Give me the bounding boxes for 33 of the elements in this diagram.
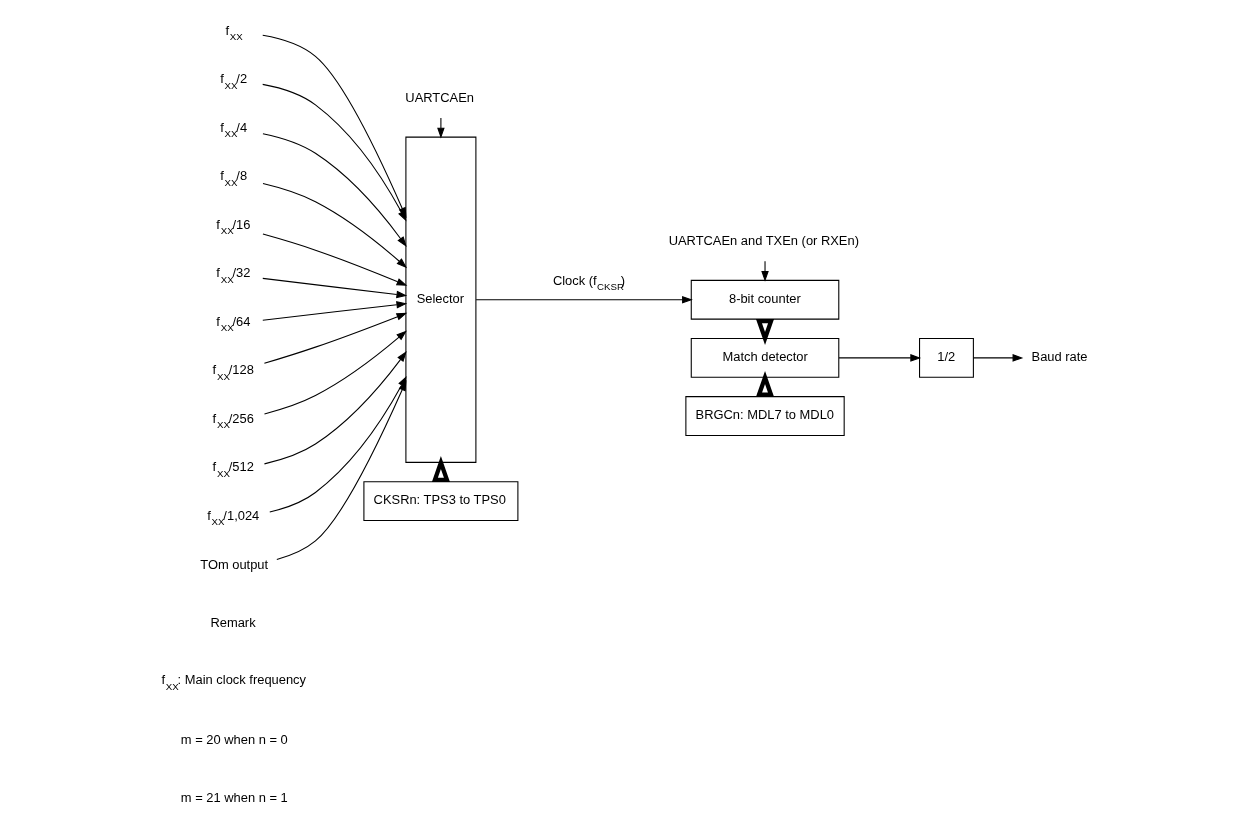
node-box: Selector — [405, 136, 477, 463]
node-text: UARTCAEn — [405, 89, 474, 105]
arrow — [276, 379, 407, 560]
arrow — [475, 295, 693, 304]
arrow — [437, 116, 445, 139]
node-text: f$_{XX}$/32 — [216, 264, 251, 285]
node-text: f$_{XX}$/1,024 — [207, 507, 260, 527]
arrow — [263, 312, 408, 364]
arrow — [262, 277, 408, 298]
node-text: f$_{XX}$/512 — [212, 458, 254, 479]
node-box: 1/2 — [919, 337, 974, 378]
node-text: UARTCAEn and TXEn (or RXEn) — [668, 232, 859, 248]
node-text: f$_{XX}$/64 — [216, 313, 251, 333]
arrow — [262, 300, 408, 321]
arrow — [973, 353, 1024, 362]
node-text: f$_{XX}$/16 — [216, 216, 251, 236]
label: m = 21 when n = 1 — [180, 789, 288, 805]
arrow — [838, 353, 922, 362]
label: Remark — [210, 614, 256, 630]
arrow — [761, 260, 769, 282]
node-box: Match detector — [690, 337, 840, 378]
node-text: f$_{XX}$/4 — [220, 119, 248, 139]
node-text: f$_{XX}$/256 — [212, 410, 254, 430]
label: f$_{XX}$: Main clock frequency — [161, 671, 307, 692]
edge-label: Clock (f$_{CKSR}$) — [552, 272, 626, 292]
node-text: f$_{XX}$/8 — [220, 167, 248, 188]
label: m = 20 when n = 0 — [180, 731, 288, 746]
node-text: Baud rate — [1031, 348, 1088, 364]
arrow — [262, 233, 408, 286]
node-text: f$_{XX}$ — [225, 22, 243, 42]
node-text: f$_{XX}$/2 — [220, 70, 248, 91]
node-text: TOm output — [200, 556, 269, 572]
node-text: f$_{XX}$/128 — [212, 361, 254, 382]
